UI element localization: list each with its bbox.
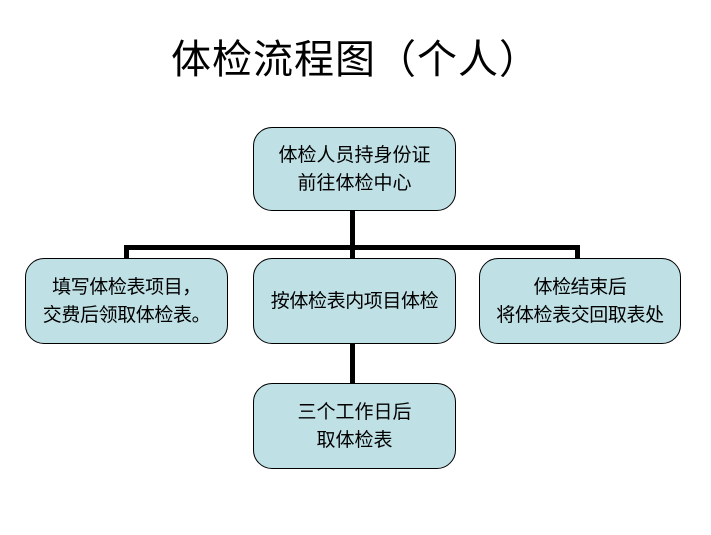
- page-title: 体检流程图（个人）: [171, 37, 540, 83]
- connector-drop-return-form: [575, 245, 580, 260]
- connector-start-stem: [350, 210, 355, 250]
- flow-node-fill-form[interactable]: 填写体检表项目， 交费后领取体检表。: [25, 258, 228, 344]
- flow-node-label: 体检结束后 将体检表交回取表处: [496, 276, 664, 326]
- flow-node-examination[interactable]: 按体检表内项目体检: [253, 258, 456, 344]
- connector-examination-to-collect: [350, 343, 355, 385]
- flow-node-collect-report[interactable]: 三个工作日后 取体检表: [253, 383, 456, 469]
- flow-node-start[interactable]: 体检人员持身份证 前往体检中心: [253, 127, 456, 211]
- flow-node-label: 体检人员持身份证 前往体检中心: [278, 144, 431, 194]
- connector-drop-examination: [350, 245, 355, 260]
- flow-node-label: 填写体检表项目， 交费后领取体检表。: [42, 276, 211, 326]
- flow-node-return-form[interactable]: 体检结束后 将体检表交回取表处: [479, 258, 681, 344]
- flow-node-label: 三个工作日后 取体检表: [297, 401, 412, 451]
- flow-node-label: 按体检表内项目体检: [270, 290, 439, 312]
- connector-drop-fill-form: [124, 245, 129, 260]
